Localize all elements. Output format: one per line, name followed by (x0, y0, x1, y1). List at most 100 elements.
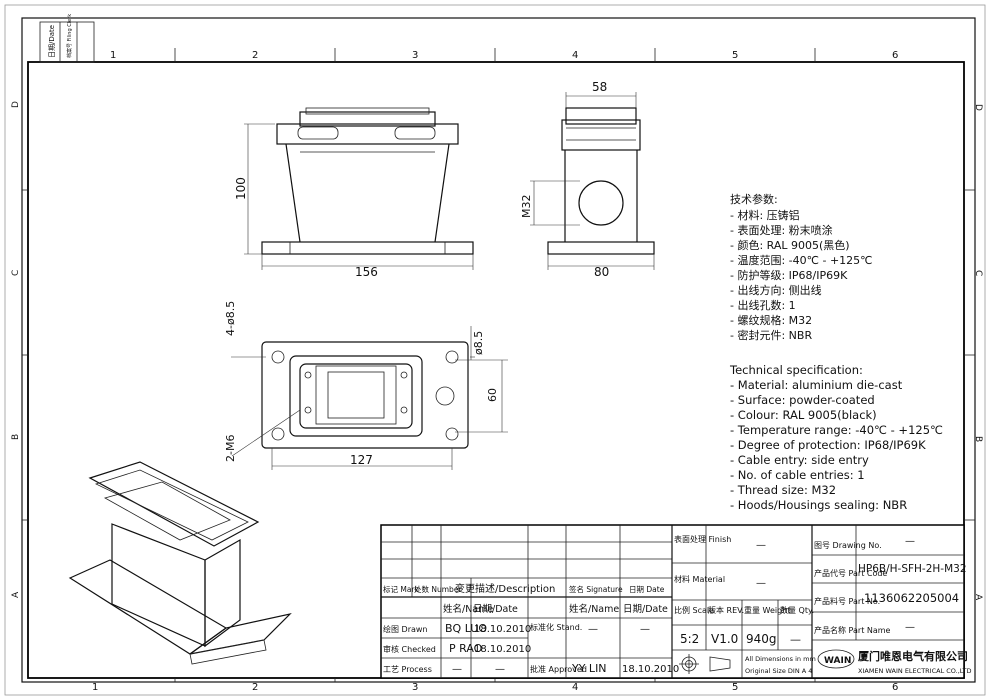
col-4-top: 4 (572, 50, 578, 61)
col-1-bottom: 1 (92, 682, 98, 693)
tb-mark: 标记 Mark (383, 584, 420, 594)
dim-hole-single: ø8.5 (472, 331, 485, 355)
spec-cn-title: 技术参数: (730, 192, 778, 206)
tb-approved-name: YY LIN (571, 662, 607, 675)
tb-approved: 批准 Approved (530, 664, 587, 674)
spec-cn-line: - 颜色: RAL 9005(黑色) (730, 238, 850, 252)
tb-finish-label: 表面处理 Finish (674, 534, 731, 544)
tb-scale-value: 5:2 (680, 632, 699, 646)
filing-label: 档案号 Filing Clerk (66, 14, 73, 58)
dim-plan-127: 127 (350, 453, 373, 467)
dim-holes-4x: 4-ø8.5 (224, 301, 237, 336)
company-logo: WAIN (817, 649, 855, 669)
tb-part-name-label: 产品名称 Part Name (814, 625, 891, 635)
col-3-top: 3 (412, 50, 418, 61)
spec-cn-line: - 出线方向: 侧出线 (730, 283, 822, 297)
tb-part-code-value: HP6B/H-SFH-2H-M32 (858, 563, 967, 575)
row-c-right: C (973, 270, 983, 276)
tb-stand-date: — (640, 624, 650, 635)
col-6-bottom: 6 (892, 682, 898, 693)
spec-cn-line: - 出线孔数: 1 (730, 298, 796, 312)
tb-process-name: — (452, 664, 462, 675)
projection-symbol (679, 654, 731, 674)
tb-part-code-label: 产品代号 Part Code (814, 568, 887, 578)
tb-checked-name: P RAO (449, 642, 483, 655)
row-b-left: B (11, 434, 21, 440)
spec-en-line: - Hoods/Housings sealing: NBR (730, 498, 907, 512)
spec-en-line: - Degree of protection: IP68/IP69K (730, 438, 926, 452)
tb-drawing-no-label: 图号 Drawing No. (814, 541, 882, 550)
isometric-view (68, 461, 292, 665)
spec-en-line: - Material: aluminium die-cast (730, 378, 903, 392)
spec-en-line: - Temperature range: -40℃ - +125℃ (730, 423, 943, 437)
tb-material-label: 材料 Material (674, 574, 725, 584)
tb-rev-label: 版本 REV. (708, 605, 744, 615)
tb-signature: 签名 Signature (569, 584, 623, 594)
tb-checked-date: 18.10.2010 (474, 644, 531, 655)
tb-number: 处数 Number (414, 584, 462, 594)
tb-name-hdr: 姓名/Name (443, 603, 493, 615)
row-a-left: A (11, 591, 21, 598)
tb-weight-label: 重量 Weight (744, 605, 790, 615)
tb-weight-value: 940g (746, 632, 777, 646)
tb-material-value: — (756, 578, 766, 589)
spec-cn-line: - 密封元件: NBR (730, 328, 812, 342)
col-6-top: 6 (892, 50, 898, 61)
row-a-right: A (973, 594, 983, 601)
tb-name-hdr-2: 姓名/Name (569, 603, 619, 615)
spec-cn-line: - 表面处理: 粉末喷涂 (730, 223, 833, 237)
tb-drawn-date: 18.10.2010 (474, 624, 531, 635)
tb-drawn: 绘图 Drawn (383, 624, 428, 634)
row-b-right: B (973, 436, 983, 442)
spec-english: Technical specification: - Material: alu… (729, 363, 943, 512)
spec-cn-line: - 防护等级: IP68/IP69K (730, 268, 848, 282)
tb-approved-date: 18.10.2010 (622, 664, 679, 675)
dim-length-156: 156 (355, 265, 378, 279)
tb-part-no-value: 1136062205004 (864, 591, 959, 605)
row-markers: D C B A D C B A (11, 101, 983, 601)
tb-process-date: — (495, 664, 505, 675)
tb-stand-name: — (588, 624, 598, 635)
title-block: 标记 Mark 处数 Number 变更描述/Description 签名 Si… (380, 524, 972, 679)
column-markers-top: 1 2 3 4 5 6 (110, 48, 898, 62)
dim-height-100: 100 (234, 177, 248, 200)
col-5-top: 5 (732, 50, 738, 61)
tb-company-en: XIAMEN WAIN ELECTRICAL CO.,LTD (858, 667, 972, 675)
spec-chinese: 技术参数: - 材料: 压铸铝 - 表面处理: 粉末喷涂 - 颜色: RAL 9… (730, 192, 873, 342)
tb-drawn-name: BQ LUO (445, 622, 487, 635)
date-label: 日期/Date (48, 25, 56, 58)
tb-stand: 标准化 Stand. (530, 622, 582, 632)
tb-checked: 审核 Checked (383, 644, 436, 654)
tb-qty-label: 数量 Qty. (780, 605, 814, 615)
spec-en-line: - Thread size: M32 (730, 483, 836, 497)
col-5-bottom: 5 (732, 682, 738, 693)
spec-en-line: - No. of cable entries: 1 (730, 468, 865, 482)
side-view: 58 M32 80 (520, 80, 655, 279)
dim-thread-m32: M32 (520, 195, 533, 219)
tb-finish-value: — (756, 540, 766, 551)
tb-drawing-no-value: — (905, 536, 915, 547)
col-2-bottom: 2 (252, 682, 258, 693)
outer-frame (21, 17, 976, 683)
col-1-top: 1 (110, 50, 116, 61)
tb-rev-value: V1.0 (711, 632, 738, 646)
front-view: 100 156 (234, 107, 474, 279)
dim-tap-2m6: 2-M6 (224, 435, 237, 462)
tb-qty-value: — (790, 633, 801, 646)
spec-en-line: - Cable entry: side entry (730, 453, 869, 467)
spec-cn-line: - 材料: 压铸铝 (730, 208, 800, 222)
tb-company-cn: 厦门唯恩电气有限公司 (858, 649, 968, 663)
tb-process: 工艺 Process (383, 665, 432, 674)
col-4-bottom: 4 (572, 682, 578, 693)
dim-base-80: 80 (594, 265, 609, 279)
logo-text: WAIN (824, 656, 851, 666)
row-d-left: D (11, 101, 21, 108)
plan-view: 4-ø8.5 2-M6 ø8.5 60 127 (224, 301, 508, 470)
dim-width-58: 58 (592, 80, 607, 94)
spec-cn-line: - 温度范围: -40℃ - +125℃ (730, 253, 873, 267)
row-c-left: C (11, 270, 21, 276)
tb-date: 日期 Date (629, 585, 665, 594)
tb-scale-label: 比例 Scale (674, 605, 714, 615)
tb-change-desc: 变更描述/Description (455, 582, 555, 595)
